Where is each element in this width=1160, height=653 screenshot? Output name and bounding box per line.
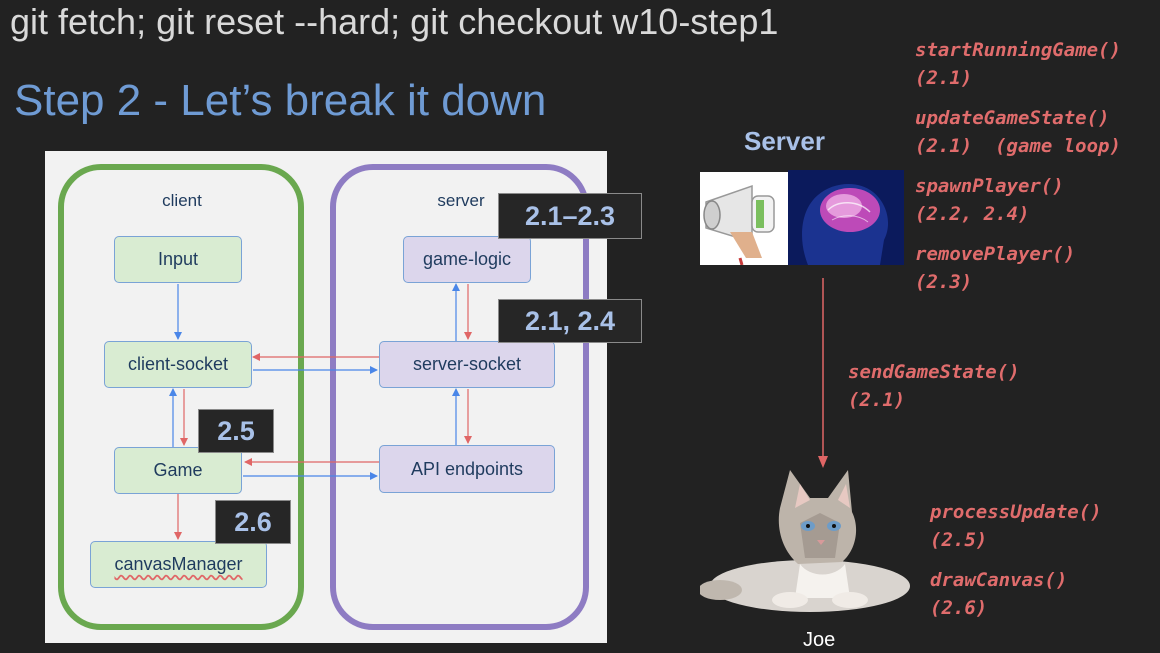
fn-process-update: processUpdate() (2.5) [930, 501, 1102, 551]
tag-game: 2.5 [198, 409, 274, 453]
client-group-label: client [162, 191, 202, 210]
tag-server-socket: 2.1, 2.4 [498, 299, 642, 343]
fn-draw-canvas: drawCanvas() (2.6) [930, 569, 1068, 619]
server-title: Server [744, 126, 825, 156]
fn-spawn-player: spawnPlayer() (2.2, 2.4) [915, 175, 1064, 225]
step-title: Step 2 - Let’s break it down [14, 76, 547, 125]
input-box: Input [114, 236, 242, 283]
server-socket-box: server-socket [379, 341, 555, 388]
api-endpoints-box: API endpoints [379, 445, 555, 493]
server-group-label: server [437, 191, 485, 210]
tag-canvas-manager: 2.6 [215, 500, 291, 544]
git-command-heading: git fetch; git reset --hard; git checkou… [10, 1, 779, 42]
client-group-border [58, 164, 304, 630]
game-box: Game [114, 447, 242, 494]
send-state-arrow [818, 278, 828, 468]
canvas-manager-box: canvasManager [90, 541, 267, 588]
cat-image [698, 468, 910, 618]
joe-caption: Joe [803, 629, 836, 651]
server-group-border [330, 164, 589, 630]
fn-start-running-game: startRunningGame() (2.1) [915, 39, 1121, 89]
brain-image [788, 170, 904, 265]
client-socket-box: client-socket [104, 341, 252, 388]
diagram-lines [58, 164, 589, 630]
architecture-diagram: client server Input client-socket Game c… [45, 151, 642, 643]
fn-update-game-state: updateGameState() (2.1) (game loop) [915, 107, 1121, 157]
tag-game-logic: 2.1–2.3 [498, 193, 642, 239]
fn-remove-player: removePlayer() (2.3) [915, 243, 1076, 293]
game-logic-box: game-logic [403, 236, 531, 283]
megaphone-image [700, 172, 788, 266]
fn-send-game-state: sendGameState() (2.1) [848, 361, 1020, 411]
